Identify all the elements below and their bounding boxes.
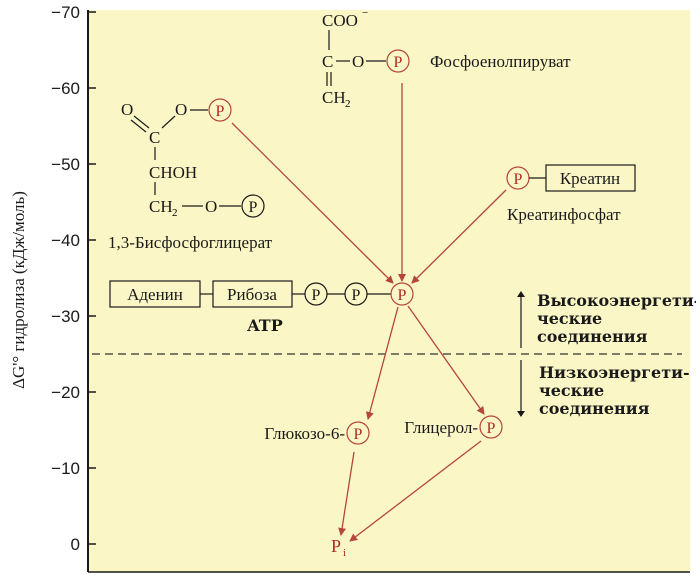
phosphate-label: P [216, 103, 225, 120]
y-axis-label: ΔG'° гидролиза (кДж/моль) [9, 191, 28, 389]
phosphate-label: P [487, 420, 496, 437]
bpg-o3: O [205, 197, 217, 216]
bpg-name: 1,3-Бисфосфоглицерат [108, 233, 273, 252]
arrow-atp-to-glucose [365, 306, 399, 420]
subscript: 2 [172, 207, 178, 219]
tick-label: 0 [71, 535, 80, 554]
phosphate-circle [208, 98, 232, 122]
arrow-glucose-to-pi [338, 451, 355, 536]
glucose-6-phosphate: Глюкозо-6- P [264, 421, 370, 445]
phosphate-circle [386, 49, 410, 73]
pep-o: O [352, 52, 364, 71]
glycerol-phosphate-name: Глицерол- [404, 418, 478, 437]
arrow-atp-to-glycerol [407, 305, 485, 415]
legend-low-energy: Низкоэнергети- ческие соединения [539, 363, 690, 418]
tick-label: −40 [51, 231, 80, 250]
pi-subscript: i [343, 547, 346, 559]
inorganic-phosphate: P i [331, 536, 346, 559]
legend-line: соединения [539, 399, 650, 418]
glycerol-phosphate: Глицерол- P [404, 415, 503, 439]
phosphate-label: P [398, 287, 407, 304]
bpg-o2: O [175, 100, 187, 119]
creatine-phosphate-name: Креатинфосфат [507, 205, 621, 224]
phosphate-label: P [354, 426, 363, 443]
phosphate-circle [390, 282, 414, 306]
legend-line: соединения [537, 327, 648, 346]
bpg-choh: CHOH [149, 163, 197, 182]
arrow-bpg-to-atp [231, 122, 394, 284]
phosphate-label: P [312, 287, 321, 304]
phosphate-label: P [394, 54, 403, 71]
y-ticks: −70 −60 −50 −40 −30 −20 −10 0 [51, 3, 96, 554]
tick-label: −30 [51, 307, 80, 326]
bpg-ch2: CH [149, 197, 173, 216]
atp-name: ATP [246, 316, 282, 335]
tick-label: −70 [51, 3, 80, 22]
tick-label: −50 [51, 155, 80, 174]
creatine-label: Креатин [560, 169, 620, 188]
phosphate-circle [479, 415, 503, 439]
bisphosphoglycerate: O O P C CHOH CH 2 O P 1,3-Бисфосфоглицер… [108, 98, 273, 252]
pep-name: Фосфоенолпируват [430, 52, 571, 71]
ribose-label: Рибоза [227, 285, 277, 304]
pep-coo: COO [322, 11, 358, 30]
tick-label: −10 [51, 459, 80, 478]
arrow-creatine-to-atp [411, 189, 507, 284]
phosphoenolpyruvate: COO − C O P CH 2 Фосфоенолпируват [322, 7, 571, 110]
subscript: 2 [345, 98, 351, 110]
phosphate-circle [241, 194, 265, 218]
phosphate-label: P [352, 287, 361, 304]
tick-label: −60 [51, 79, 80, 98]
pep-c: C [322, 52, 333, 71]
pep-charge: − [362, 7, 368, 19]
legend-line: Низкоэнергети- [539, 363, 690, 382]
creatine-phosphate: P Креатин Креатинфосфат [506, 164, 636, 224]
phosphate-label: P [514, 171, 523, 188]
glucose-6-phosphate-name: Глюкозо-6- [264, 424, 345, 443]
legend-line: ческие [537, 309, 602, 328]
atp: Аденин Рибоза P P P ATP [109, 280, 414, 335]
plot-background [88, 10, 690, 572]
legend-line: Высокоэнергети- [537, 291, 696, 310]
transfer-arrows [231, 83, 507, 542]
bpg-c: C [149, 128, 160, 147]
phosphate-circle [346, 421, 370, 445]
phosphate-label: P [249, 199, 258, 216]
arrow-glycerol-to-pi [349, 440, 482, 542]
tick-label: −20 [51, 383, 80, 402]
legend-line: ческие [539, 381, 604, 400]
bpg-o1: O [121, 100, 133, 119]
legend-high-energy: Высокоэнергети- ческие соединения [537, 291, 696, 346]
creatine-box [545, 164, 636, 192]
pi-label: P [331, 536, 341, 556]
pep-ch2: CH [322, 88, 346, 107]
adenine-label: Аденин [127, 285, 183, 304]
